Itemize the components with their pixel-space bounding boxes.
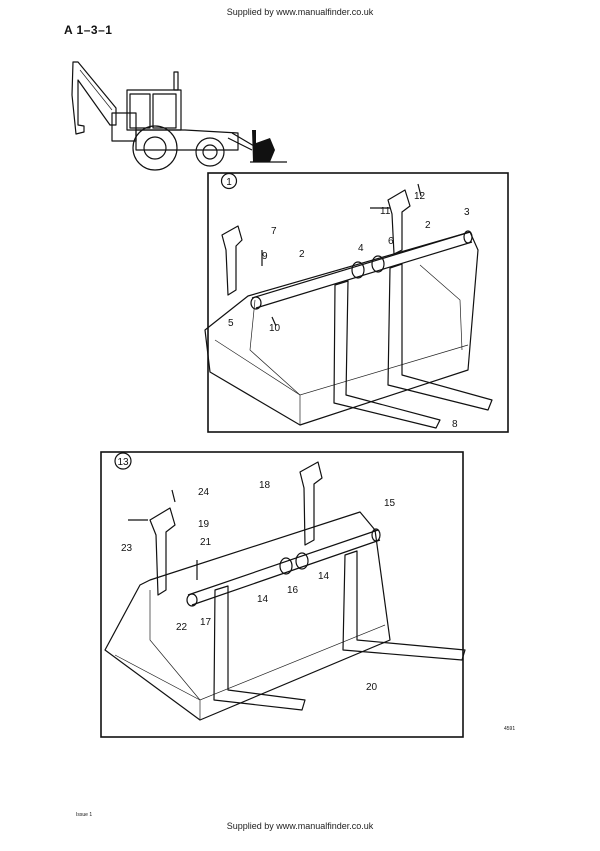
callout-number: 10 bbox=[269, 323, 281, 334]
page-reference: A 1–3–1 bbox=[64, 23, 113, 37]
callout-number: 9 bbox=[262, 251, 268, 262]
callout-number: 24 bbox=[198, 487, 210, 498]
figure-1-forks-standard-bucket: 1 bbox=[204, 172, 509, 433]
callout-number: 5 bbox=[228, 318, 234, 329]
callout-number: 3 bbox=[464, 207, 470, 218]
callout-number: 12 bbox=[414, 191, 426, 202]
callout-number: 8 bbox=[452, 419, 458, 430]
callout-number: 11 bbox=[380, 206, 391, 217]
callout-number: 7 bbox=[271, 226, 277, 237]
callout-number: 14 bbox=[318, 571, 330, 582]
supplier-watermark-bottom: Supplied by www.manualfinder.co.uk bbox=[226, 821, 374, 831]
backhoe-loader-illustration bbox=[71, 61, 287, 171]
callout-number: 19 bbox=[198, 519, 210, 530]
callout-number: 2 bbox=[425, 220, 431, 231]
callout-number: 20 bbox=[366, 682, 378, 693]
supplier-watermark-top: Supplied by www.manualfinder.co.uk bbox=[226, 7, 374, 17]
callout-number: 18 bbox=[259, 480, 271, 491]
callout-number: 16 bbox=[287, 585, 299, 596]
callout-number: 4 bbox=[358, 243, 364, 254]
issue-label: Issue 1 bbox=[76, 812, 93, 818]
figure-13-callouts: 24 18 15 19 23 21 14 16 14 22 17 20 bbox=[121, 480, 396, 693]
callout-number: 14 bbox=[257, 594, 269, 605]
figure-1-callouts: 12 3 11 7 2 6 2 4 9 5 10 8 bbox=[228, 191, 470, 430]
callout-number: 22 bbox=[176, 622, 188, 633]
figure-1-index: 1 bbox=[226, 177, 232, 188]
callout-number: 6 bbox=[388, 236, 394, 247]
callout-number: 21 bbox=[200, 537, 212, 548]
callout-number: 23 bbox=[121, 543, 133, 554]
drawing-number: 4591 bbox=[504, 726, 516, 732]
callout-number: 15 bbox=[384, 498, 396, 509]
figure-13-index: 13 bbox=[117, 457, 129, 468]
callout-number: 17 bbox=[200, 617, 212, 628]
callout-number: 2 bbox=[299, 249, 305, 260]
figure-13-forks-large-bucket: 13 bbox=[100, 451, 466, 738]
